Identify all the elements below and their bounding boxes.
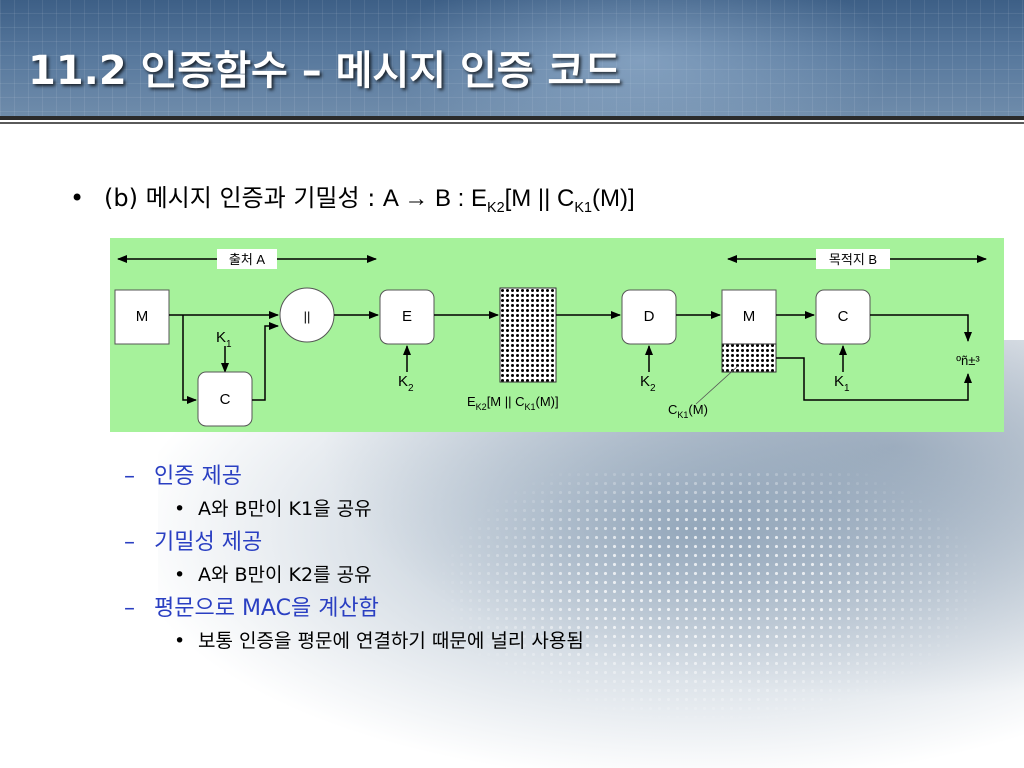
encrypt-label: E — [402, 308, 412, 325]
message-label-dest: M — [743, 308, 756, 325]
dash-icon: – — [124, 530, 135, 555]
encrypt-box — [379, 289, 435, 345]
arrow-mac-to-compare — [870, 314, 972, 342]
bullet-formula: A → B : EK2[M || CK1(M)] — [382, 185, 635, 216]
item-mac: –평문으로 MAC을 계산함 — [124, 590, 379, 622]
bullet-dot-icon: • — [70, 184, 85, 212]
arrow-macvalue-to-compare — [776, 357, 972, 401]
decrypt-label: D — [644, 308, 655, 325]
compare-label: ºñ±³ — [956, 353, 980, 368]
mac-confidentiality-diagram: 출처 A 목적지 B M K1 C || E K2 E — [110, 238, 1004, 432]
k1-label-dest: K1 — [834, 373, 850, 394]
bullet-prefix: (b) 메시지 인증과 기밀성 : — [104, 184, 383, 212]
item-auth: –인증 제공 — [124, 458, 242, 490]
header-rule-thick — [0, 116, 1024, 120]
formula-sub-k1: K1 — [574, 199, 592, 216]
dest-label: 목적지 B — [829, 252, 877, 267]
message-box-dest — [721, 289, 777, 345]
source-label: 출처 A — [229, 252, 266, 267]
k2-label-encrypt: K2 — [398, 373, 414, 394]
dash-icon: – — [124, 596, 135, 621]
mac-label-dest: C — [838, 308, 849, 325]
item-mac-detail-text: 보통 인증을 평문에 연결하기 때문에 널리 사용됨 — [198, 630, 584, 652]
slide-title: 11.2 인증함수 – 메시지 인증 코드 — [28, 48, 622, 94]
diagram-svg: 출처 A 목적지 B M K1 C || E K2 E — [114, 249, 987, 427]
arrow-mac-to-concat — [252, 322, 279, 401]
item-conf: –기밀성 제공 — [124, 524, 262, 556]
mac-value-block — [721, 343, 777, 373]
mac-box-source — [197, 371, 253, 427]
decrypt-box — [621, 289, 677, 345]
formula-sub-k2: K2 — [486, 199, 505, 216]
main-bullet: • (b) 메시지 인증과 기밀성 : A → B : EK2[M || CK1(… — [70, 178, 635, 216]
item-conf-text: 기밀성 제공 — [154, 530, 263, 555]
ciphertext-block — [499, 287, 557, 383]
header-banner: 11.2 인증함수 – 메시지 인증 코드 — [0, 0, 1024, 116]
formula-part-c: (M)] — [591, 185, 635, 212]
item-auth-text: 인증 제공 — [154, 464, 242, 489]
bullet-dot-icon: • — [174, 498, 186, 520]
item-mac-text: 평문으로 MAC을 계산함 — [154, 596, 379, 621]
background-dot-map — [430, 470, 990, 730]
header-grid-pattern — [0, 0, 1024, 116]
item-conf-detail: • A와 B만이 K2를 공유 — [174, 560, 372, 587]
k1-label-source: K1 — [216, 329, 232, 350]
arrow-m-to-mac — [182, 315, 197, 404]
item-auth-detail-text: A와 B만이 K1을 공유 — [198, 498, 372, 520]
message-label-source: M — [136, 308, 149, 325]
dest-label-box — [816, 249, 890, 269]
mac-box-dest — [815, 289, 871, 345]
bullet-dot-icon: • — [174, 630, 186, 652]
mac-value-leader-line — [695, 365, 739, 405]
k2-label-decrypt: K2 — [640, 373, 656, 394]
mac-value-label: CK1(M) — [668, 402, 708, 420]
concat-label: || — [304, 309, 311, 324]
dash-icon: – — [124, 464, 135, 489]
header-glow — [380, 0, 900, 116]
ciphertext-label: EK2[M || CK1(M)] — [467, 394, 559, 412]
item-auth-detail: • A와 B만이 K1을 공유 — [174, 494, 372, 521]
source-label-box — [217, 249, 277, 269]
item-conf-detail-text: A와 B만이 K2를 공유 — [198, 564, 372, 586]
formula-part-b: [M || C — [504, 185, 575, 212]
bullet-dot-icon: • — [174, 564, 186, 586]
header-rule-thin — [0, 122, 1024, 124]
message-box-source — [114, 289, 170, 345]
item-mac-detail: • 보통 인증을 평문에 연결하기 때문에 널리 사용됨 — [174, 626, 584, 653]
formula-part-a: A → B : E — [382, 185, 487, 212]
mac-label-source: C — [220, 391, 231, 408]
